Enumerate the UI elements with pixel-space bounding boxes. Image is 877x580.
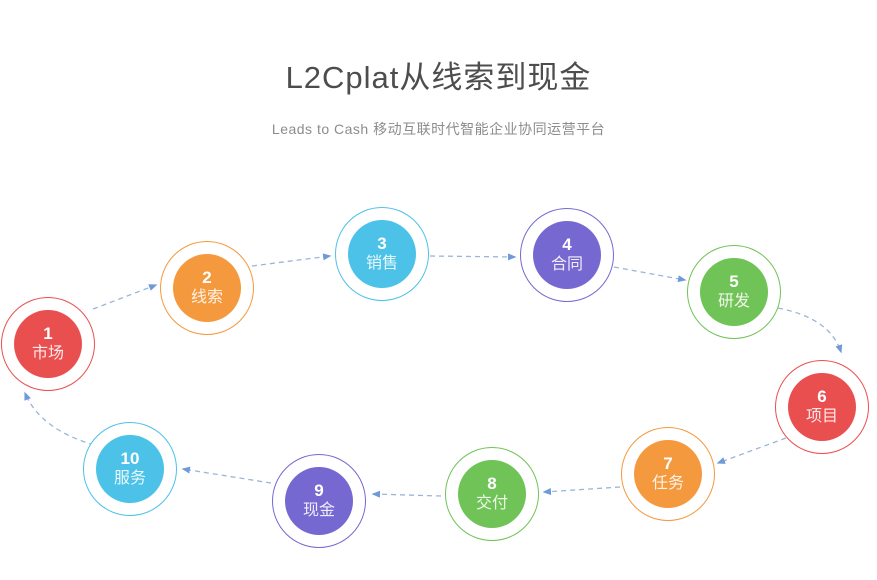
- node-label: 线索: [190, 288, 223, 306]
- node-label: 市场: [31, 344, 64, 362]
- node-label: 合同: [550, 255, 583, 273]
- node-number: 5: [729, 272, 739, 292]
- page-subtitle: Leads to Cash 移动互联时代智能企业协同运营平台: [271, 121, 606, 137]
- node-number: 9: [314, 481, 324, 501]
- arrow-3-to-4: [429, 253, 517, 261]
- node-number: 3: [377, 234, 387, 254]
- node-label: 任务: [651, 474, 684, 492]
- node-label: 交付: [475, 494, 508, 512]
- arrow-8-to-9: [371, 490, 442, 498]
- node-label: 项目: [805, 407, 838, 425]
- arrow-6-to-7: [716, 437, 787, 464]
- arrow-10-to-1: [24, 391, 95, 446]
- node-label: 服务: [113, 469, 146, 487]
- arrow-2-to-3: [251, 253, 332, 267]
- node-number: 2: [202, 268, 212, 288]
- node-number: 8: [487, 474, 497, 494]
- node-number: 7: [663, 454, 673, 474]
- arrow-9-to-10: [181, 466, 272, 484]
- node-number: 6: [817, 387, 827, 407]
- arrow-7-to-8: [542, 486, 621, 496]
- node-number: 4: [562, 235, 572, 255]
- node-number: 1: [43, 324, 53, 344]
- arrow-1-to-2: [92, 284, 158, 310]
- page-title: L2Cplat从线索到现金: [285, 60, 592, 95]
- node-label: 销售: [365, 254, 398, 272]
- arrow-5-to-6: [777, 307, 843, 354]
- node-number: 10: [120, 449, 140, 469]
- node-label: 现金: [302, 501, 335, 519]
- node-label: 研发: [717, 292, 750, 310]
- arrow-4-to-5: [613, 266, 687, 283]
